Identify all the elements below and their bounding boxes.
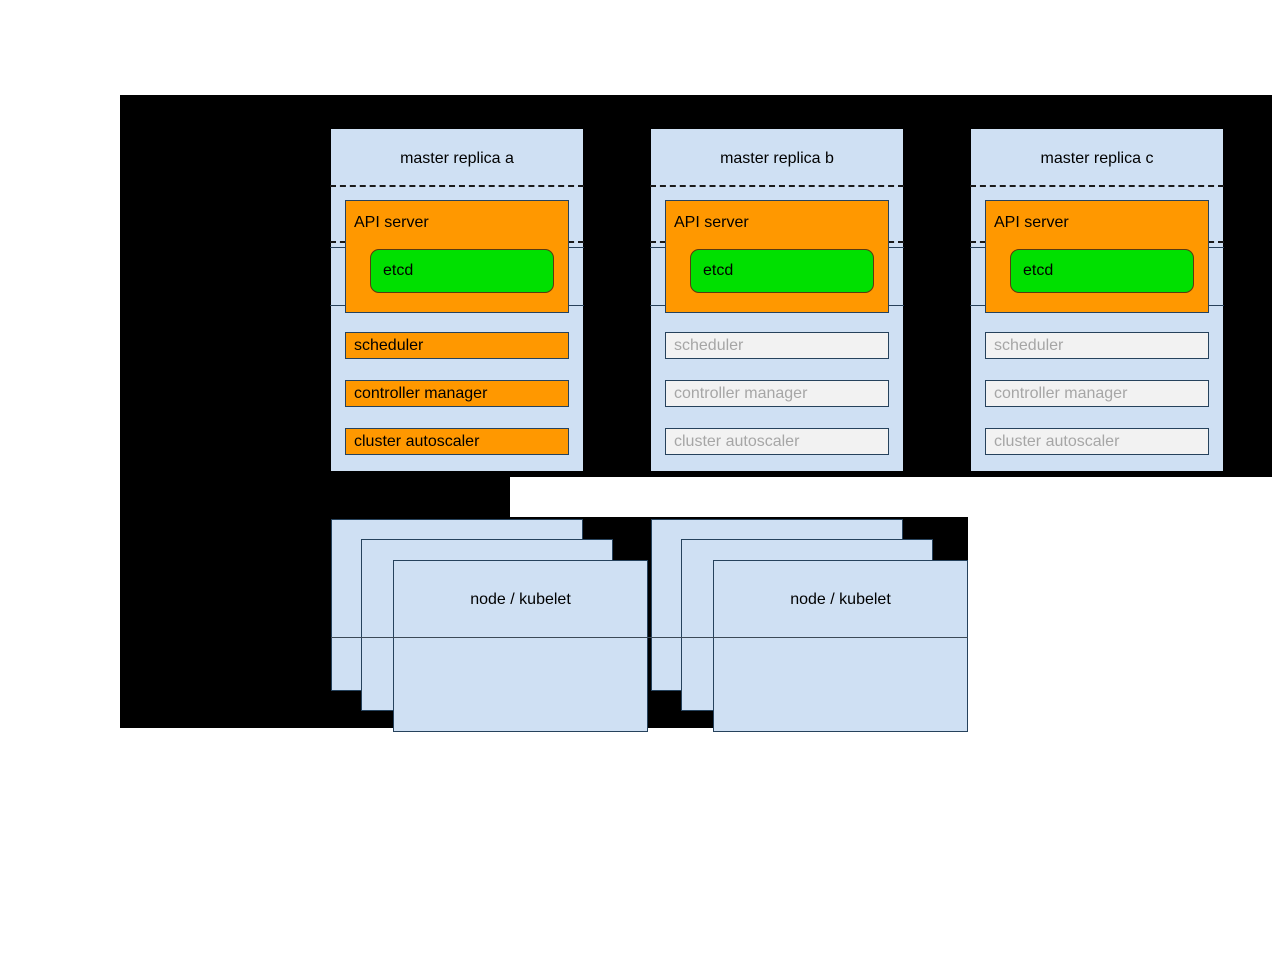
node-kubelet-label: node / kubelet bbox=[790, 591, 891, 608]
node-layer-front[interactable]: node / kubelet bbox=[393, 560, 648, 732]
divider-lower-band bbox=[331, 637, 968, 638]
etcd-box[interactable]: etcd bbox=[370, 249, 554, 293]
master-replica-card-c[interactable]: master replica c API server etcd schedul… bbox=[970, 129, 1224, 471]
component-scheduler[interactable]: scheduler bbox=[985, 332, 1209, 359]
replica-title: master replica c bbox=[1040, 150, 1154, 167]
replica-title: master replica b bbox=[720, 150, 834, 167]
component-cluster-autoscaler[interactable]: cluster autoscaler bbox=[985, 428, 1209, 455]
replica-title: master replica a bbox=[400, 150, 514, 167]
component-scheduler[interactable]: scheduler bbox=[665, 332, 889, 359]
component-controller-manager[interactable]: controller manager bbox=[985, 380, 1209, 407]
component-cluster-autoscaler[interactable]: cluster autoscaler bbox=[665, 428, 889, 455]
master-replica-card-b[interactable]: master replica b API server etcd schedul… bbox=[650, 129, 904, 471]
etcd-box[interactable]: etcd bbox=[1010, 249, 1194, 293]
api-server-label: API server bbox=[994, 214, 1069, 231]
component-scheduler[interactable]: scheduler bbox=[345, 332, 569, 359]
etcd-box[interactable]: etcd bbox=[690, 249, 874, 293]
api-server-label: API server bbox=[354, 214, 429, 231]
component-cluster-autoscaler[interactable]: cluster autoscaler bbox=[345, 428, 569, 455]
divider-dashed-title bbox=[970, 185, 1224, 187]
api-server-block[interactable]: API server etcd bbox=[345, 200, 569, 313]
api-server-block[interactable]: API server etcd bbox=[665, 200, 889, 313]
api-server-block[interactable]: API server etcd bbox=[985, 200, 1209, 313]
master-replica-card-a[interactable]: master replica a API server etcd schedul… bbox=[330, 129, 584, 471]
divider-dashed-title bbox=[330, 185, 584, 187]
divider-dashed-title bbox=[650, 185, 904, 187]
node-layer-front[interactable]: node / kubelet bbox=[713, 560, 968, 732]
component-controller-manager[interactable]: controller manager bbox=[345, 380, 569, 407]
component-controller-manager[interactable]: controller manager bbox=[665, 380, 889, 407]
api-server-label: API server bbox=[674, 214, 749, 231]
node-kubelet-label: node / kubelet bbox=[470, 591, 571, 608]
